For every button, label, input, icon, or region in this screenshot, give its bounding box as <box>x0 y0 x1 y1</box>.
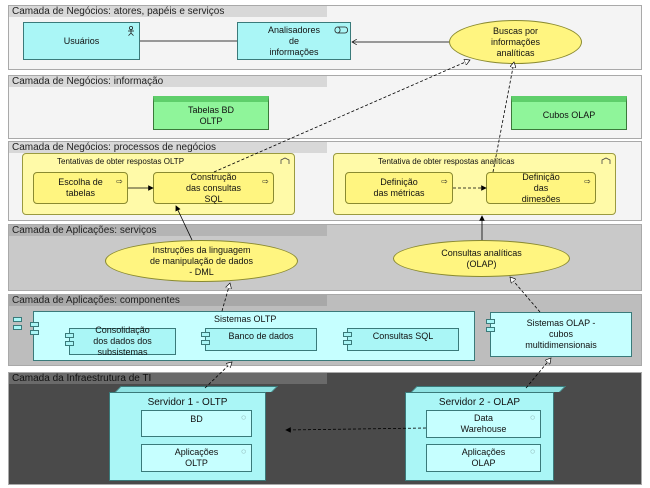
system-software-icon: ◌ <box>241 413 246 422</box>
process-group-oltp-label: Tentativas de obter respostas OLTP <box>57 157 185 166</box>
component-notch <box>486 319 495 324</box>
process-group-analytic-label: Tentativa de obter respostas analíticas <box>378 157 515 166</box>
object-cubos[interactable]: Cubos OLAP <box>511 96 627 130</box>
process-definicao-metricas-label: Definição das métricas <box>373 177 425 198</box>
component-banco-label: Banco de dados <box>228 331 294 341</box>
service-buscas[interactable]: Buscas por informações analíticas <box>449 20 582 64</box>
layer-title: Camada de Aplicações: serviços <box>9 225 327 236</box>
process-construcao-label: Construção das consultas SQL <box>185 171 242 204</box>
process-escolha-label: Escolha de tabelas <box>58 177 103 198</box>
component-consultas-sql[interactable]: Consultas SQL <box>347 328 459 351</box>
object-tabelas-label: Tabelas BD OLTP <box>187 104 235 126</box>
process-definicao-dimensoes-label: Definição das dimesões <box>521 171 561 204</box>
process-arrow-icon: ⇨ <box>584 177 591 186</box>
component-notch <box>65 341 74 346</box>
node-servidor1-label: Servidor 1 - OLTP <box>147 397 228 408</box>
process-group-icon <box>601 157 611 167</box>
service-instrucoes-label: Instruções da linguagem de manipulação d… <box>149 244 254 277</box>
component-sistemas-olap-label: Sistemas OLAP - cubos multidimensionais <box>525 318 597 350</box>
component-consultas-sql-label: Consultas SQL <box>372 331 434 341</box>
component-sistemas-oltp-label: Sistemas OLTP <box>214 314 277 324</box>
process-definicao-metricas[interactable]: Definição das métricas ⇨ <box>345 172 453 204</box>
service-buscas-label: Buscas por informações analíticas <box>490 25 541 58</box>
system-software-icon: ◌ <box>241 447 246 456</box>
artifact-data-warehouse[interactable]: Data Warehouse ◌ <box>426 410 541 438</box>
role-analisadores[interactable]: Analisadores de informações <box>237 22 351 60</box>
role-icon <box>334 26 348 36</box>
layer-title: Camada de Negócios: atores, papéis e ser… <box>9 6 327 17</box>
process-construcao[interactable]: Construção das consultas SQL ⇨ <box>153 172 274 204</box>
artifact-aplicacoes-olap-label: Aplicações OLAP <box>461 447 506 468</box>
layer-title: Camada de Negócios: informação <box>9 76 327 87</box>
component-sistemas-olap[interactable]: Sistemas OLAP - cubos multidimensionais <box>490 312 632 357</box>
process-definicao-dimensoes[interactable]: Definição das dimesões ⇨ <box>486 172 596 204</box>
actor-usuarios-label: Usuários <box>63 35 100 46</box>
object-tabelas[interactable]: Tabelas BD OLTP <box>153 96 269 130</box>
component-notch <box>13 325 22 330</box>
component-icon <box>30 330 39 335</box>
node-servidor1-top <box>115 386 278 392</box>
artifact-aplicacoes-olap[interactable]: Aplicações OLAP ◌ <box>426 444 541 472</box>
actor-icon <box>127 25 135 38</box>
component-notch <box>65 333 74 338</box>
artifact-aplicacoes-oltp-label: Aplicações OLTP <box>174 447 219 468</box>
service-instrucoes-dml[interactable]: Instruções da linguagem de manipulação d… <box>105 240 298 282</box>
component-icon <box>30 322 39 327</box>
service-consultas-olap[interactable]: Consultas analíticas (OLAP) <box>393 240 570 277</box>
component-notch <box>201 340 210 345</box>
component-consolidacao-label: Consolidação dos dados dos subsistemas <box>93 325 152 357</box>
component-notch <box>486 327 495 332</box>
node-servidor2-top <box>411 386 566 392</box>
process-arrow-icon: ⇨ <box>116 177 123 186</box>
component-banco[interactable]: Banco de dados <box>205 328 317 351</box>
component-notch <box>343 340 352 345</box>
process-escolha[interactable]: Escolha de tabelas ⇨ <box>33 172 128 204</box>
node-servidor2-label: Servidor 2 - OLAP <box>438 397 521 408</box>
artifact-bd[interactable]: BD ◌ <box>141 410 252 437</box>
process-arrow-icon: ⇨ <box>441 177 448 186</box>
actor-usuarios[interactable]: Usuários <box>23 22 140 60</box>
layer-title: Camada de Aplicações: componentes <box>9 295 327 306</box>
process-group-icon <box>280 157 290 167</box>
artifact-data-warehouse-label: Data Warehouse <box>460 413 507 434</box>
component-notch <box>343 332 352 337</box>
process-arrow-icon: ⇨ <box>262 177 269 186</box>
role-analisadores-label: Analisadores de informações <box>267 24 321 57</box>
artifact-aplicacoes-oltp[interactable]: Aplicações OLTP ◌ <box>141 444 252 472</box>
component-notch <box>13 317 22 322</box>
object-cubos-label: Cubos OLAP <box>542 110 596 120</box>
system-software-icon: ◌ <box>530 447 535 456</box>
layer-title: Camada de Negócios: processos de negócio… <box>9 142 327 153</box>
service-consultas-label: Consultas analíticas (OLAP) <box>441 247 522 269</box>
component-notch <box>201 332 210 337</box>
system-software-icon: ◌ <box>530 413 535 422</box>
artifact-bd-label: BD <box>190 414 203 424</box>
layer-title: Camada da Infraestrutura de TI <box>9 373 327 384</box>
component-consolidacao[interactable]: Consolidação dos dados dos subsistemas <box>69 325 176 357</box>
